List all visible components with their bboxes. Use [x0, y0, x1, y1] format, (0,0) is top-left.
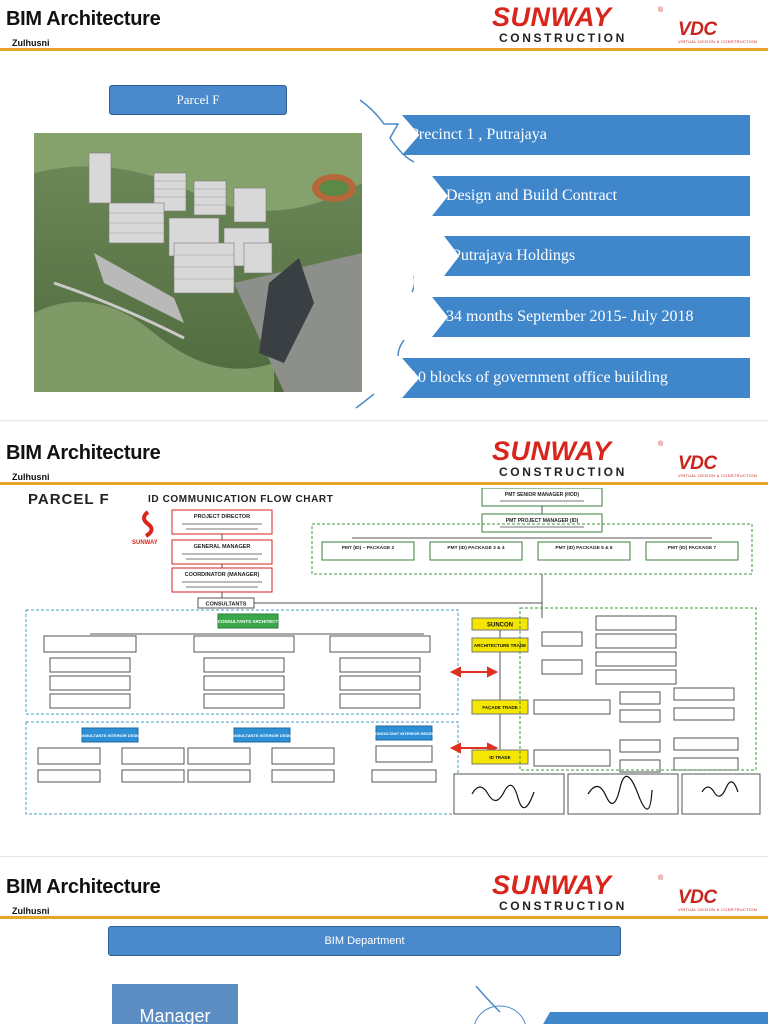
facade-trade-box: FAÇADE TRADE — [471, 699, 529, 715]
pmt-project-box: PMT PROJECT MANAGER (ID) — [481, 513, 603, 533]
fact-contract: Design and Build Contract — [432, 176, 750, 216]
slide-bim-department: BIM Architecture Zulhusni SUNWAY CONSTRU… — [0, 868, 768, 1024]
coordinator-box: COORDINATOR (MANAGER) — [171, 567, 273, 593]
slide-title: BIM Architecture — [6, 876, 161, 898]
parcel-label: Parcel F — [109, 85, 287, 115]
sunway-mark-icon — [142, 510, 154, 538]
author-label: Zulhusni — [12, 38, 50, 48]
flow-subtitle: ID COMMUNICATION FLOW CHART — [148, 494, 333, 505]
sunway-logo-text: SUNWAY — [492, 870, 612, 900]
registered-mark: ® — [658, 7, 664, 14]
architecture-trade-box: ARCHITECTURE TRADE — [471, 637, 529, 653]
svg-text:PMT (ID) PACKAGE 7: PMT (ID) PACKAGE 7 — [668, 545, 717, 551]
consultants-interior-1: CONSULTANTS INTERIOR DESIGN — [77, 727, 143, 743]
signature-scribbles — [471, 775, 739, 810]
pmt-package-boxes: PMT (ID) – PACKAGE 2 PMT (ID) PACKAGE 3 … — [321, 541, 739, 561]
vdc-logo-text: VDC — [678, 19, 717, 40]
slide-title: BIM Architecture — [6, 442, 161, 464]
bim-department-label: BIM Department — [108, 926, 621, 956]
vdc-logo: VDC VIRTUAL DESIGN & CONSTRUCTION — [678, 454, 760, 478]
trade-package-boxes — [533, 615, 739, 773]
svg-text:PMT PROJECT MANAGER (ID): PMT PROJECT MANAGER (ID) — [506, 518, 579, 524]
svg-text:SUNCON: SUNCON — [487, 623, 513, 629]
fact-scope: 10 blocks of government office building — [402, 358, 750, 398]
consultants-interior-3: CONSULTANT INTERIOR DESIGN — [372, 725, 436, 741]
sunway-logo: SUNWAY CONSTRUCTION ® — [492, 436, 664, 480]
sunway-mark-text: SUNWAY — [132, 540, 158, 546]
interior-firm-boxes — [37, 745, 437, 783]
fact-location: Precinct 1 , Putrajaya — [402, 115, 750, 155]
slide-title: BIM Architecture — [6, 8, 161, 30]
trade-frame — [519, 607, 757, 771]
slide-communication-flow: BIM Architecture Zulhusni SUNWAY CONSTRU… — [0, 434, 768, 822]
registered-mark: ® — [658, 875, 664, 882]
vdc-logo-tagline: VIRTUAL DESIGN & CONSTRUCTION — [678, 39, 757, 44]
registered-mark: ® — [658, 441, 664, 448]
svg-text:CONSULTANTS INTERIOR DESIGN: CONSULTANTS INTERIOR DESIGN — [77, 733, 143, 738]
slide-divider — [0, 856, 768, 857]
svg-text:PMT (ID) – PACKAGE 2: PMT (ID) – PACKAGE 2 — [342, 545, 395, 551]
svg-text:ID TRADE: ID TRADE — [489, 755, 510, 760]
svg-text:COORDINATOR (MANAGER): COORDINATOR (MANAGER) — [185, 572, 260, 578]
svg-text:PMT (ID) PACKAGE 3 & 4: PMT (ID) PACKAGE 3 & 4 — [447, 545, 505, 551]
sunway-logo-sub: CONSTRUCTION — [499, 465, 627, 479]
sunway-logo: SUNWAY CONSTRUCTION ® — [492, 870, 664, 914]
pmt-senior-box: PMT SENIOR MANAGER (HOD) — [481, 488, 603, 507]
sunway-logo-sub: CONSTRUCTION — [499, 899, 627, 913]
svg-text:GENERAL MANAGER: GENERAL MANAGER — [194, 544, 251, 550]
slide-parcel-overview: BIM Architecture Zulhusni SUNWAY CONSTRU… — [0, 0, 768, 410]
sunway-logo-sub: CONSTRUCTION — [499, 31, 627, 45]
sunway-logo: SUNWAY CONSTRUCTION ® — [492, 2, 664, 46]
flow-title: PARCEL F — [28, 491, 110, 508]
list-bracket-decoration — [355, 99, 414, 409]
svg-text:CONSULTANTS: CONSULTANTS — [206, 602, 247, 608]
sunway-logo-text: SUNWAY — [492, 436, 612, 466]
author-label: Zulhusni — [12, 472, 50, 482]
architect-frame — [25, 609, 459, 715]
svg-text:PROJECT DIRECTOR: PROJECT DIRECTOR — [194, 514, 250, 520]
svg-text:CONSULTANTS INTERIOR DESIGN: CONSULTANTS INTERIOR DESIGN — [229, 733, 295, 738]
header-rule — [0, 916, 768, 919]
svg-text:CONSULTANT INTERIOR DESIGN: CONSULTANT INTERIOR DESIGN — [372, 731, 436, 736]
svg-text:PMT SENIOR MANAGER (HOD): PMT SENIOR MANAGER (HOD) — [505, 492, 580, 498]
svg-text:PMT (ID) PACKAGE 5 & 6: PMT (ID) PACKAGE 5 & 6 — [555, 545, 613, 551]
building-render-image — [34, 133, 362, 392]
svg-text:CONSULTANTS ARCHITECT: CONSULTANTS ARCHITECT — [218, 619, 279, 624]
consultants-architect-box: CONSULTANTS ARCHITECT — [217, 613, 279, 629]
fact-client: Putrajaya Holdings — [444, 236, 750, 276]
header-rule — [0, 48, 768, 51]
pmt-group-frame — [311, 523, 753, 575]
architect-firm-boxes — [43, 635, 431, 709]
vdc-logo-tagline: VIRTUAL DESIGN & CONSTRUCTION — [678, 907, 757, 912]
consultants-box: CONSULTANTS — [197, 597, 255, 609]
director-box: PROJECT DIRECTOR — [171, 509, 273, 535]
vdc-logo-tagline: VIRTUAL DESIGN & CONSTRUCTION — [678, 473, 757, 478]
vdc-logo: VDC VIRTUAL DESIGN & CONSTRUCTION — [678, 20, 760, 44]
org-chart-decoration — [474, 986, 768, 1024]
fact-duration: 34 months September 2015- July 2018 — [432, 297, 750, 337]
header-rule — [0, 482, 768, 485]
sunway-logo-text: SUNWAY — [492, 2, 612, 32]
manager-box: Manager — [112, 984, 238, 1024]
slide-divider — [0, 420, 768, 421]
communication-flow-chart: PARCEL F ID COMMUNICATION FLOW CHART SUN… — [25, 488, 761, 815]
id-trade-box: ID TRADE — [471, 749, 529, 765]
consultants-interior-2: CONSULTANTS INTERIOR DESIGN — [229, 727, 295, 743]
signature-blocks — [453, 773, 761, 815]
svg-text:FAÇADE TRADE: FAÇADE TRADE — [482, 705, 517, 710]
author-label: Zulhusni — [12, 906, 50, 916]
interior-frame — [25, 721, 459, 815]
vdc-logo-text: VDC — [678, 887, 717, 908]
svg-text:ARCHITECTURE TRADE: ARCHITECTURE TRADE — [474, 643, 526, 648]
general-manager-box: GENERAL MANAGER — [171, 539, 273, 565]
vdc-logo-text: VDC — [678, 453, 717, 474]
vdc-logo: VDC VIRTUAL DESIGN & CONSTRUCTION — [678, 888, 760, 912]
suncon-box: SUNCON — [471, 617, 529, 631]
